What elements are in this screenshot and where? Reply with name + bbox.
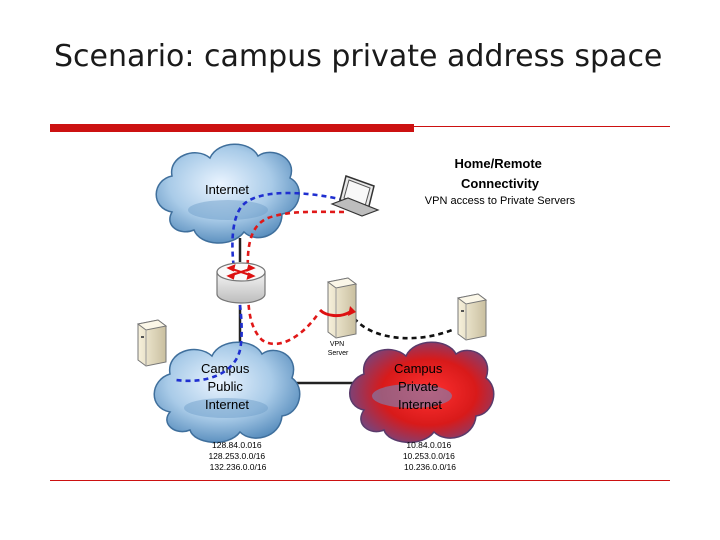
footer-rule bbox=[50, 480, 670, 481]
campus-private-cloud: Campus Private Internet bbox=[349, 341, 495, 444]
cloud-icon bbox=[153, 341, 301, 444]
svg-text:128.84.0.016 128.253.0.0: 128.84.0.016 128.253.0.0/16 132.236.0.0/… bbox=[208, 440, 267, 472]
home-remote-title-2: Connectivity bbox=[461, 176, 540, 191]
public-address-ranges: 128.84.0.016 128.253.0.0/16 132.236.0.0/… bbox=[208, 440, 267, 472]
private-range-1: 10.84.0.016 bbox=[406, 440, 451, 450]
laptop-icon bbox=[330, 175, 380, 217]
server-icon bbox=[318, 277, 358, 339]
private-range-3: 10.236.0.0/16 bbox=[404, 462, 456, 472]
public-range-1: 128.84.0.016 bbox=[212, 440, 262, 450]
private-address-ranges: 10.84.0.016 10.253.0.0/16 10.236.0.0/16 bbox=[403, 440, 457, 472]
campus-public-label-3: Internet bbox=[205, 397, 249, 412]
internet-cloud-label: Internet bbox=[205, 182, 249, 197]
campus-private-label-1: Campus bbox=[394, 361, 443, 376]
server-icon bbox=[136, 319, 168, 367]
internet-cloud: Internet bbox=[155, 143, 300, 244]
cloud-icon bbox=[155, 143, 300, 244]
campus-private-label-3: Internet bbox=[398, 397, 442, 412]
black-path-vpn-to-server bbox=[352, 317, 453, 340]
title-underline-accent bbox=[50, 124, 414, 132]
home-remote-annotation: Home/Remote Connectivity VPN access to P… bbox=[425, 156, 576, 207]
vpn-server-label-2: Server bbox=[328, 350, 349, 357]
private-range-2: 10.253.0.0/16 bbox=[403, 451, 455, 461]
slide-title: Scenario: campus private address space bbox=[54, 39, 663, 74]
campus-public-label-2: Public bbox=[207, 379, 243, 394]
home-remote-subtitle: VPN access to Private Servers bbox=[425, 195, 576, 207]
campus-private-label-2: Private bbox=[398, 379, 438, 394]
title-underline-rule bbox=[414, 126, 670, 127]
campus-public-label-1: Campus bbox=[201, 361, 250, 376]
router-icon bbox=[216, 262, 266, 304]
home-remote-title-1: Home/Remote bbox=[454, 156, 541, 171]
svg-text:Home/Remote Connectivity: Home/Remote Connectivity bbox=[454, 156, 545, 191]
svg-text:10.84.0.016 10.253.0.0/1: 10.84.0.016 10.253.0.0/16 10.236.0.0/16 bbox=[403, 440, 457, 472]
private-server bbox=[456, 293, 488, 341]
public-server bbox=[136, 319, 168, 367]
svg-text:Campus Public Inte: Campus Public Internet bbox=[201, 361, 253, 412]
public-range-3: 132.236.0.0/16 bbox=[210, 462, 267, 472]
campus-public-cloud: Campus Public Internet bbox=[153, 341, 301, 444]
vpn-server: VPN Server bbox=[318, 277, 358, 357]
svg-text:Campus Private Int: Campus Private Internet bbox=[394, 361, 446, 412]
backbone-links bbox=[238, 238, 360, 385]
svg-text:VPN Server: VPN Server bbox=[328, 341, 349, 357]
public-range-2: 128.253.0.0/16 bbox=[208, 451, 265, 461]
vpn-server-label-1: VPN bbox=[330, 341, 344, 348]
server-icon bbox=[456, 293, 488, 341]
